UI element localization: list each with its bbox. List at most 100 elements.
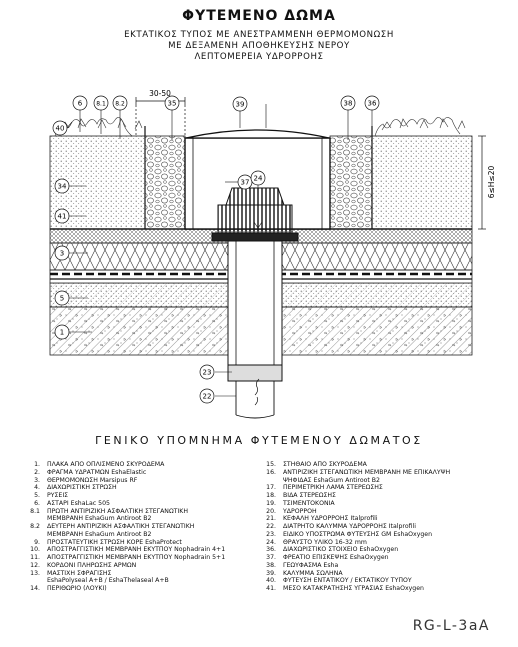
callout-8-2: 8.2 — [112, 95, 128, 111]
legend-item-number: 17. — [266, 484, 276, 492]
legend-item-number: 41. — [266, 585, 276, 592]
callout-38: 38 — [340, 95, 356, 111]
callout-8-1: 8.1 — [93, 95, 109, 111]
legend-item: 18.ΒΙΔΑ ΣΤΕΡΕΩΣΗΣ — [260, 492, 450, 500]
legend-item-number: 3. — [34, 476, 40, 484]
svg-text:38: 38 — [344, 100, 353, 108]
subtitle-line-1: ΕΚΤΑΤΙΚΟΣ ΤΥΠΟΣ ΜΕ ΑΝΕΣΤΡΑΜΜΕΝΗ ΘΕΡΜΟΜΟΝ… — [124, 30, 394, 40]
legend-item: 22. ΔΙΑΤΡΗΤΟ ΚΑΛΥΜΜΑ ΥΔΡΟΡΡΟΗΣ Italprofil… — [260, 523, 450, 531]
legend-item: 23.ΕΙΔΙΚΟ ΥΠΟΣΤΡΩΜΑ ΦΥΤΕΥΣΗΣ GM EshaOxyg… — [260, 531, 450, 539]
plants-right — [374, 117, 466, 137]
legend-item-number: 9. — [34, 538, 40, 546]
legend-item: 14.ΠΕΡΙΘΩΡΙΟ (ΛΟΥΚΙ) — [24, 585, 225, 593]
svg-text:22: 22 — [203, 393, 212, 401]
legend-item-text: ΨΗΦΙΔΑΣ EshaGum Antiroot B2 — [283, 476, 380, 484]
legend-item-number: 18. — [266, 492, 276, 499]
legend-item: 36.ΔΙΑΧΩΡΙΣΤΙΚΟ ΣΤΟΙΧΕΙΟ EshaOxygen — [260, 546, 450, 554]
svg-text:36: 36 — [368, 100, 377, 108]
legend-item-number: 12. — [30, 561, 40, 569]
section-drawing: 30-50 6≤Η≤20 — [49, 89, 496, 419]
callout-5: 5 — [54, 290, 70, 306]
legend-item-number: 21. — [266, 515, 276, 523]
legend-item: EshaPolyseal A+B / EshaThelaseal A+B — [24, 577, 225, 585]
legend-item: 12. ΚΟΡΔΟΝΙ ΠΛΗΡΩΣΗΣ ΑΡΜΩΝ — [24, 562, 225, 570]
legend-item-text: ΠΡΩΤΗ ΑΝΤΙΡΙΖΙΚΗ ΑΣΦΑΛΤΙΚΗ ΣΤΕΓΑΝΩΤΙΚΗ — [47, 507, 188, 515]
legend-item: 39.ΚΑΛΥΜΜΑ ΣΩΛΗΝΑ — [260, 570, 450, 578]
legend-item-text: ΜΕΜΒΡΑΝΗ EshaGum Antiroot B2 — [47, 530, 152, 538]
legend-item-number: 20. — [266, 507, 276, 515]
legend-item: 24. ΘΡΑΥΣΤΟ ΥΛΙΚΟ 16-32 mm — [260, 539, 450, 547]
callout-36: 36 — [364, 95, 380, 111]
legend-item: ΜΕΜΒΡΑΝΗ EshaGum Antiroot B2 — [24, 515, 225, 523]
callout-34: 34 — [54, 178, 70, 194]
dimension-side — [478, 135, 486, 230]
callout-6: 6 — [72, 95, 88, 111]
legend-item-text: ΓΕΩΥΦΑΣΜΑ Esha — [283, 561, 339, 569]
legend-item: 17. ΠΕΡΙΜΕΤΡΙΚΗ ΛΑΜΑ ΣΤΕΡΕΩΣΗΣ — [260, 484, 450, 492]
legend-item-text: ΚΑΛΥΜΜΑ ΣΩΛΗΝΑ — [283, 569, 343, 577]
legend-item-text: ΥΔΡΟΡΡΟΗ — [283, 507, 317, 515]
legend-item-number: 40. — [266, 577, 276, 585]
legend-item-number: 15. — [266, 461, 276, 468]
legend-item: 20. ΥΔΡΟΡΡΟΗ — [260, 508, 450, 516]
callout-37: 37 — [237, 174, 253, 190]
legend-item-text: ΔΙΑΤΡΗΤΟ ΚΑΛΥΜΜΑ ΥΔΡΟΡΡΟΗΣ Italprofili — [283, 523, 416, 530]
callout-24: 24 — [250, 170, 266, 186]
legend-item: 38.ΓΕΩΥΦΑΣΜΑ Esha — [260, 562, 450, 570]
subtitle-line-3: ΛΕΠΤΟΜΕΡΕΙΑ ΥΔΡΟΡΡΟΗΣ — [194, 52, 324, 62]
svg-text:37: 37 — [241, 179, 250, 187]
legend-item-number — [24, 531, 47, 539]
legend-item-number: 37. — [266, 554, 276, 561]
legend-item-number: 6. — [34, 499, 40, 507]
legend-item-number: 22. — [266, 523, 276, 530]
legend-item-text: ΦΡΕΑΤΙΟ ΕΠΙΣΚΕΨΗΣ EshaOxygen — [283, 554, 389, 561]
callout-3: 3 — [54, 245, 70, 261]
legend-item-number: 13. — [30, 569, 40, 577]
legend-item-text: ΘΕΡΜΟΜΟΝΩΣΗ Marsipus RF — [47, 476, 138, 484]
svg-text:40: 40 — [56, 125, 65, 133]
legend-item: 5.ΡΥΣΕΙΣ — [24, 492, 225, 500]
svg-text:8.1: 8.1 — [96, 101, 106, 108]
legend-item-text: ΡΥΣΕΙΣ — [47, 492, 69, 499]
callout-39: 39 — [232, 96, 248, 112]
legend-item-text: ΑΝΤΙΡΙΖΙΚΗ ΣΤΕΓΑΝΩΤΙΚΗ ΜΕΜΒΡΑΝΗ ΜΕ ΕΠΙΚΑ… — [283, 468, 451, 476]
legend-item-number — [260, 477, 283, 485]
svg-text:41: 41 — [58, 213, 67, 221]
legend-item-text: ΠΕΡΙΘΩΡΙΟ (ΛΟΥΚΙ) — [47, 585, 107, 592]
svg-text:3: 3 — [60, 250, 64, 258]
dimension-side-label: 6≤Η≤20 — [487, 166, 496, 199]
legend-item-text: ΚΕΦΑΛΗ ΥΔΡΟΡΡΟΗΣ Italprofili — [283, 515, 378, 523]
callout-1: 1 — [54, 324, 70, 340]
legend-item-number — [24, 515, 47, 523]
gravel-left — [144, 135, 186, 230]
legend-item-text: ΚΟΡΔΟΝΙ ΠΛΗΡΩΣΗΣ ΑΡΜΩΝ — [47, 561, 137, 569]
legend-item-text: ΔΕΥΤΕΡΗ ΑΝΤΙΡΙΖΙΚΗ ΑΣΦΑΛΤΙΚΗ ΣΤΕΓΑΝΩΤΙΚΗ — [47, 523, 195, 530]
legend-item-number: 1. — [34, 461, 40, 468]
legend-item-number: 8.2 — [30, 523, 40, 530]
legend-item-text: ΦΡΑΓΜΑ ΥΔΡΑΤΜΩΝ EshaElastic — [47, 468, 147, 476]
legend-item-number: 4. — [34, 484, 40, 492]
svg-text:39: 39 — [236, 101, 245, 109]
legend-item-text: ΕΙΔΙΚΟ ΥΠΟΣΤΡΩΜΑ ΦΥΤΕΥΣΗΣ GM EshaOxygen — [283, 530, 433, 538]
svg-text:23: 23 — [203, 369, 212, 377]
callout-22: 22 — [199, 388, 215, 404]
legend-item-text: ΘΡΑΥΣΤΟ ΥΛΙΚΟ 16-32 mm — [283, 538, 367, 546]
callout-layer: 40 6 8.1 8.2 35 39 38 36 37 34 41 24 3 5… — [52, 95, 380, 404]
legend-item-text: ΜΕΜΒΡΑΝΗ EshaGum Antiroot B2 — [47, 515, 152, 523]
subtitle-line-2: ΜΕ ΔΕΞΑΜΕΝΗ ΑΠΟΘΗΚΕΥΣΗΣ ΝΕΡΟΥ — [168, 41, 350, 51]
svg-text:24: 24 — [254, 175, 263, 183]
legend-item-number: 10. — [30, 546, 40, 554]
legend-item-number: 24. — [266, 538, 276, 546]
legend-item-text: ΔΙΑΧΩΡΙΣΤΙΚΗ ΣΤΡΩΣΗ — [47, 484, 117, 492]
legend-item-text: ΠΕΡΙΜΕΤΡΙΚΗ ΛΑΜΑ ΣΤΕΡΕΩΣΗΣ — [283, 484, 383, 492]
legend-item: 10.ΑΠΟΣΤΡΑΓΓΙΣΤΙΚΗ ΜΕΜΒΡΑΝΗ ΕΚΥΤΠΟΥ Noph… — [24, 546, 225, 554]
legend-item-text: ΣΤΗΘΑΙΟ ΑΠΟ ΣΚΥΡΟΔΕΜΑ — [283, 461, 367, 468]
legend-item: 37. ΦΡΕΑΤΙΟ ΕΠΙΣΚΕΨΗΣ EshaOxygen — [260, 554, 450, 562]
callout-40-top: 40 — [52, 120, 68, 136]
legend-item-number: 16. — [266, 468, 276, 476]
legend-item: 15. ΣΤΗΘΑΙΟ ΑΠΟ ΣΚΥΡΟΔΕΜΑ — [260, 461, 450, 469]
legend-item-text: ΔΙΑΧΩΡΙΣΤΙΚΟ ΣΤΟΙΧΕΙΟ EshaOxygen — [283, 546, 399, 554]
legend-item: 9.ΠΡΟΣΤΑΤΕΥΤΙΚΗ ΣΤΡΩΣΗ ΚΟΡΕ EshaProtect — [24, 539, 225, 547]
svg-text:1: 1 — [60, 329, 64, 337]
